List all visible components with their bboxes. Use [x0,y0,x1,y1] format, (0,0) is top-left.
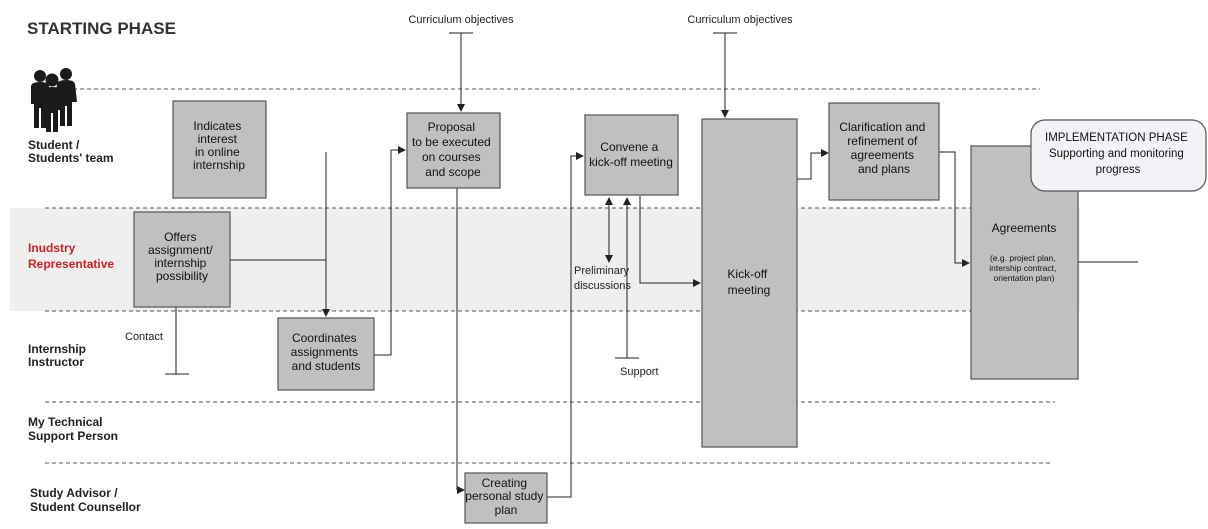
box-kickoff-meeting [701,118,798,448]
box-convene-kickoff [584,114,679,196]
lane-dividers [45,88,1075,464]
implementation-phase-text: IMPLEMENTATION PHASE Supporting and moni… [1045,132,1191,176]
offers-text: Offers assignment/ internship possibilit… [148,230,216,283]
connector-kickoff-to-clarification [797,149,829,180]
coordinates-text: Coordinates assignments and students [291,331,362,373]
connector-clarification-to-agreements [939,151,970,267]
contact-label: Contact [125,331,163,343]
process-boxes [133,100,1079,524]
box-offers-assignment [133,211,231,308]
connector-convene-to-kickoff [639,196,701,287]
agreements-detail: (e.g. project plan, intership contract, … [989,253,1058,283]
lane-label-student: Student /Students' team [28,138,114,165]
box-clarification [828,102,940,201]
connector-creating-to-convene [547,152,584,498]
box-creating-study-plan [464,472,548,524]
curriculum-objectives-1: Curriculum objectives [408,14,514,26]
lane-label-study-advisor: Study Advisor /Student Counsellor [30,486,141,514]
connectors [165,32,1138,498]
box-coordinates [277,317,375,391]
support-label: Support [620,366,659,378]
box-indicates-interest [172,100,267,199]
box-proposal [406,112,501,189]
convene-text: Convene a kick-off meeting [589,140,673,169]
kickoff-text: Kick-off meeting [727,267,770,297]
indicates-text: Indicates interest in online internship [193,119,245,172]
implementation-phase-callout [1030,119,1207,192]
connector-coordinates-to-proposal [374,146,406,356]
creating-text: Creating personal study plan [465,476,546,517]
curriculum-objectives-2: Curriculum objectives [687,14,793,26]
proposal-text: Proposal to be executed on courses and s… [412,120,494,179]
preliminary-label: Preliminary discussions [574,265,632,292]
clarification-text: Clarification and refinement of agreemen… [839,120,928,176]
page-title: STARTING PHASE [27,19,176,38]
people-icon [31,68,77,132]
agreements-title: Agreements [992,221,1057,235]
